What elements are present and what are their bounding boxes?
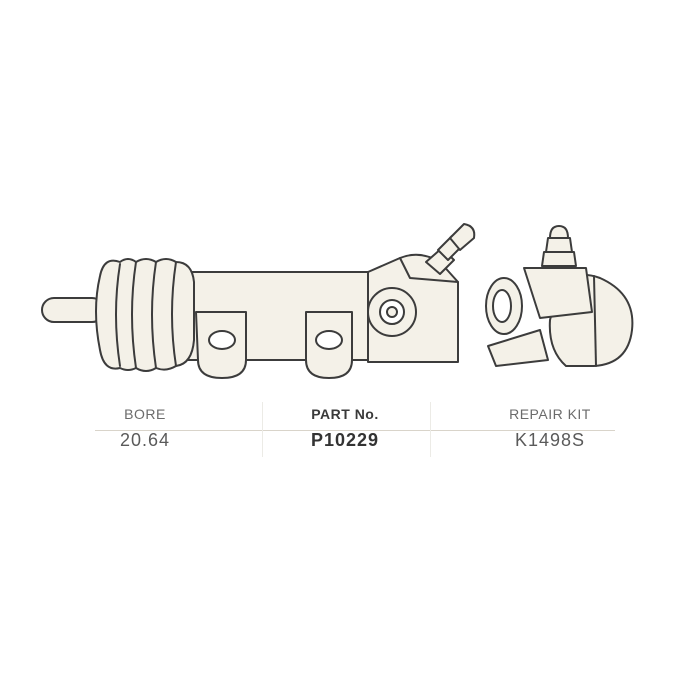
side-view-arm [487, 329, 549, 367]
mounting-lug-right-hole [315, 330, 343, 350]
repair-kit-label: REPAIR KIT [509, 406, 591, 422]
side-view [485, 225, 634, 367]
part-number-value: P10229 [310, 430, 380, 450]
bleed-nipple-side [541, 225, 577, 267]
push-rod [41, 297, 105, 323]
spec-divider-2 [430, 402, 431, 457]
part-number-spec: PART No. P10229 [290, 405, 400, 451]
bleed-nipple-main [425, 223, 476, 275]
bore-spec: BORE 20.64 [100, 405, 190, 451]
part-number-label: PART No. [311, 406, 379, 422]
side-view-block [523, 267, 593, 319]
repair-kit-spec: REPAIR KIT K1498S [480, 405, 620, 451]
spec-divider-1 [262, 402, 263, 457]
rubber-boot [95, 258, 195, 372]
bore-value: 20.64 [119, 430, 171, 450]
spec-rule [95, 430, 615, 431]
repair-kit-value: K1498S [514, 430, 586, 450]
bore-label: BORE [124, 406, 166, 422]
mounting-lug-left-hole [208, 330, 236, 350]
